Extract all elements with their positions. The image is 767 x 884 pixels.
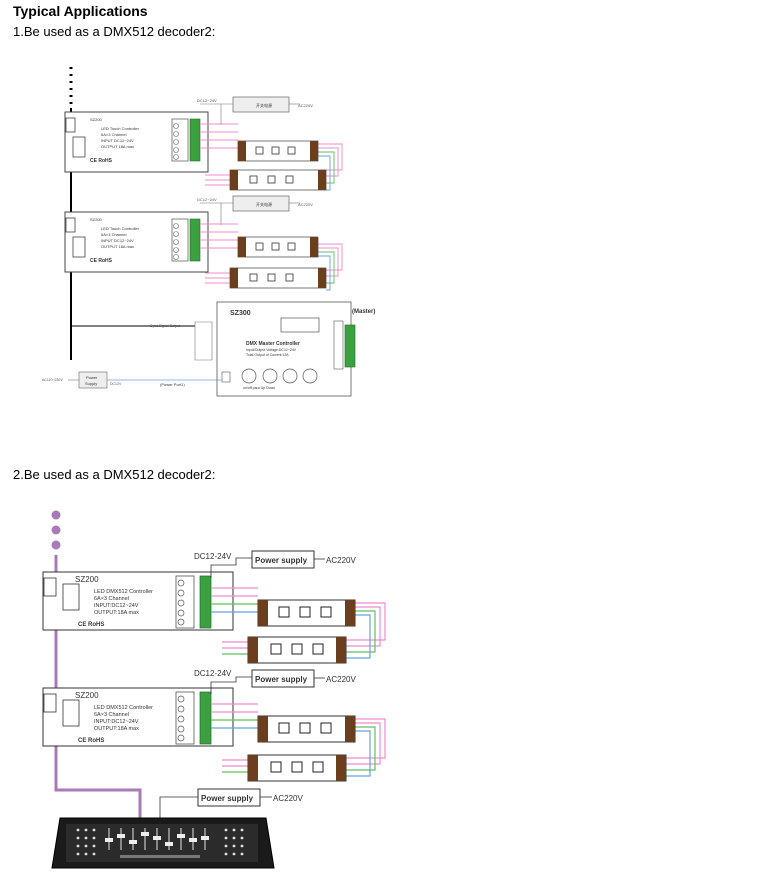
svg-text:AC220V: AC220V <box>273 794 303 803</box>
svg-text:SZ200: SZ200 <box>75 575 99 584</box>
svg-text:OUTPUT 18A max: OUTPUT 18A max <box>101 144 134 149</box>
svg-text:6A×3 Channel: 6A×3 Channel <box>101 232 127 237</box>
svg-text:LED Touch Controller: LED Touch Controller <box>101 126 140 131</box>
svg-text:LED DMX512 Controller: LED DMX512 Controller <box>94 589 153 595</box>
svg-text:(Master): (Master) <box>352 309 375 315</box>
svg-text:OUTPUT 18A max: OUTPUT 18A max <box>101 244 134 249</box>
svg-text:AC220V: AC220V <box>326 675 356 684</box>
svg-text:Power supply: Power supply <box>255 675 308 684</box>
diagram2-led-strip <box>257 599 356 627</box>
svg-text:Power supply: Power supply <box>255 556 308 565</box>
diagram2-psu-1: DC12-24V Power supply AC220V <box>194 550 356 578</box>
svg-text:CE RoHS: CE RoHS <box>90 258 113 264</box>
application-2-caption: 2.Be used as a DMX512 decoder2: <box>13 467 216 482</box>
svg-text:OUTPUT:18A max: OUTPUT:18A max <box>94 726 139 732</box>
svg-text:DC12~24V: DC12~24V <box>197 197 217 202</box>
svg-text:INPUT DC12~24V: INPUT DC12~24V <box>101 138 134 143</box>
svg-text:6A×3 Channel: 6A×3 Channel <box>94 596 129 602</box>
diagram2-signal-dot <box>51 525 61 535</box>
diagram1-led-strip <box>229 267 327 289</box>
svg-text:DC12V: DC12V <box>110 382 122 386</box>
svg-text:(Power Port1): (Power Port1) <box>160 382 185 387</box>
diagram2-led-strip <box>247 636 347 664</box>
svg-text:DC12~24V: DC12~24V <box>197 98 217 103</box>
diagram2-dmx-console <box>51 817 275 869</box>
svg-text:AC220V: AC220V <box>326 556 356 565</box>
svg-text:SZ200: SZ200 <box>90 217 103 222</box>
diagram1-master-controller: SZ300 (Master) DMX Master Controller Inp… <box>150 301 375 397</box>
diagram2-signal-dot <box>51 510 61 520</box>
diagram1-decoder-2: SZ200 LED Touch Controller 6A×3 Channel … <box>64 211 209 273</box>
diagram2-decoder-2: SZ200 LED DMX512 Controller 6A×3 Channel… <box>42 687 234 747</box>
svg-text:Sync Signal Output: Sync Signal Output <box>150 324 180 328</box>
svg-text:LED Touch Controller: LED Touch Controller <box>101 226 140 231</box>
svg-text:AC110~230V: AC110~230V <box>42 378 63 382</box>
svg-text:CE RoHS: CE RoHS <box>78 622 104 628</box>
svg-text:INPUT DC12~24V: INPUT DC12~24V <box>101 238 134 243</box>
svg-text:on/off para Up Down: on/off para Up Down <box>243 386 275 390</box>
svg-text:AC220V: AC220V <box>298 202 313 207</box>
diagram2-led-strip <box>257 715 356 743</box>
svg-text:DMX Master Controller: DMX Master Controller <box>246 341 300 347</box>
diagram1-decoder-1: SZ200 LED Touch Controller 6A×3 Channel … <box>64 111 209 173</box>
diagram1-led-strip <box>229 169 327 191</box>
diagram1-small-psu: Power Supply AC110~230V DC12V (Power Por… <box>42 371 222 389</box>
svg-text:Power: Power <box>86 375 98 380</box>
svg-text:6A×3 Channel: 6A×3 Channel <box>94 712 129 718</box>
section-heading: Typical Applications <box>13 3 148 19</box>
svg-text:Total Output of Current:12A: Total Output of Current:12A <box>246 353 289 357</box>
svg-text:INPUT:DC12~24V: INPUT:DC12~24V <box>94 719 139 725</box>
diagram2-signal-dot <box>51 540 61 550</box>
svg-text:Supply: Supply <box>85 381 97 386</box>
diagram2-psu-2: DC12-24V Power supply AC220V <box>194 669 356 694</box>
svg-text:DC12-24V: DC12-24V <box>194 669 232 678</box>
diagram1-psu-2: DC12~24V 开关电源 AC220V <box>197 195 313 225</box>
svg-text:SZ200: SZ200 <box>75 691 99 700</box>
svg-text:OUTPUT:18A max: OUTPUT:18A max <box>94 610 139 616</box>
svg-text:INPUT:DC12~24V: INPUT:DC12~24V <box>94 603 139 609</box>
svg-text:开关电源: 开关电源 <box>256 102 272 108</box>
diagram1-led-strip <box>237 140 319 162</box>
svg-text:SZ300: SZ300 <box>230 310 251 317</box>
svg-text:CE RoHS: CE RoHS <box>78 738 104 744</box>
svg-text:开关电源: 开关电源 <box>256 201 272 207</box>
svg-text:Input/Output Voltage:DC12~24V: Input/Output Voltage:DC12~24V <box>246 348 297 352</box>
diagram2-decoder-1: SZ200 LED DMX512 Controller 6A×3 Channel… <box>42 571 234 631</box>
application-1-caption: 1.Be used as a DMX512 decoder2: <box>13 24 216 39</box>
svg-text:LED DMX512 Controller: LED DMX512 Controller <box>94 705 153 711</box>
diagram1-led-strip <box>237 236 319 258</box>
diagram1-psu-1: DC12~24V 开关电源 AC220V <box>197 96 313 125</box>
svg-text:AC220V: AC220V <box>298 103 313 108</box>
diagram2-led-strip <box>247 754 347 782</box>
svg-text:Power supply: Power supply <box>201 794 254 803</box>
svg-text:6A×3 Channel: 6A×3 Channel <box>101 132 127 137</box>
svg-text:SZ200: SZ200 <box>90 117 103 122</box>
svg-text:CE RoHS: CE RoHS <box>90 158 113 164</box>
diagram2-psu-3: Power supply AC220V <box>159 788 303 818</box>
svg-text:DC12-24V: DC12-24V <box>194 552 232 561</box>
